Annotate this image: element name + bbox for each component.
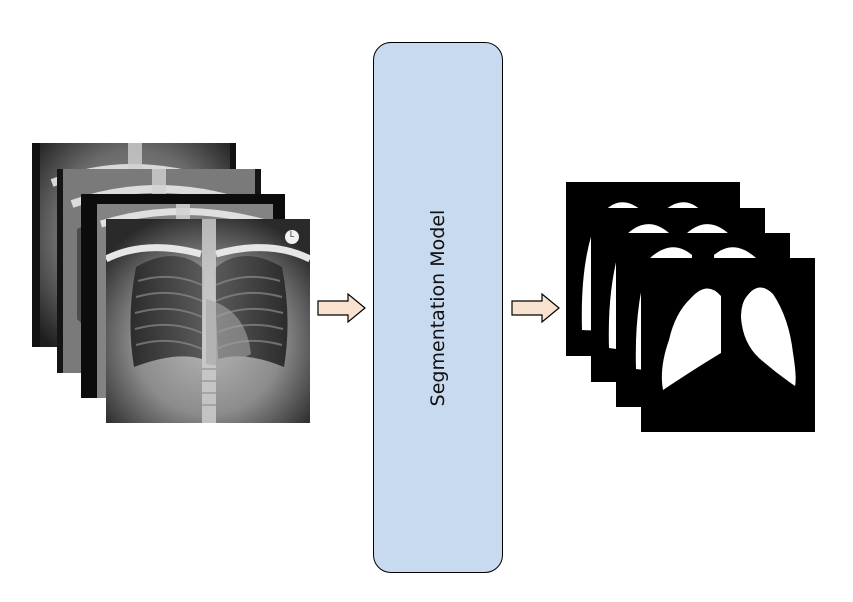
xray-image: L — [106, 219, 310, 423]
mask-image — [641, 258, 815, 432]
segmentation-model-block: Segmentation Model — [373, 42, 503, 573]
right-arrow-icon — [317, 293, 366, 323]
xray-marker-badge: L — [289, 230, 295, 239]
right-arrow-icon — [511, 293, 560, 323]
segmentation-model-label: Segmentation Model — [427, 209, 449, 406]
